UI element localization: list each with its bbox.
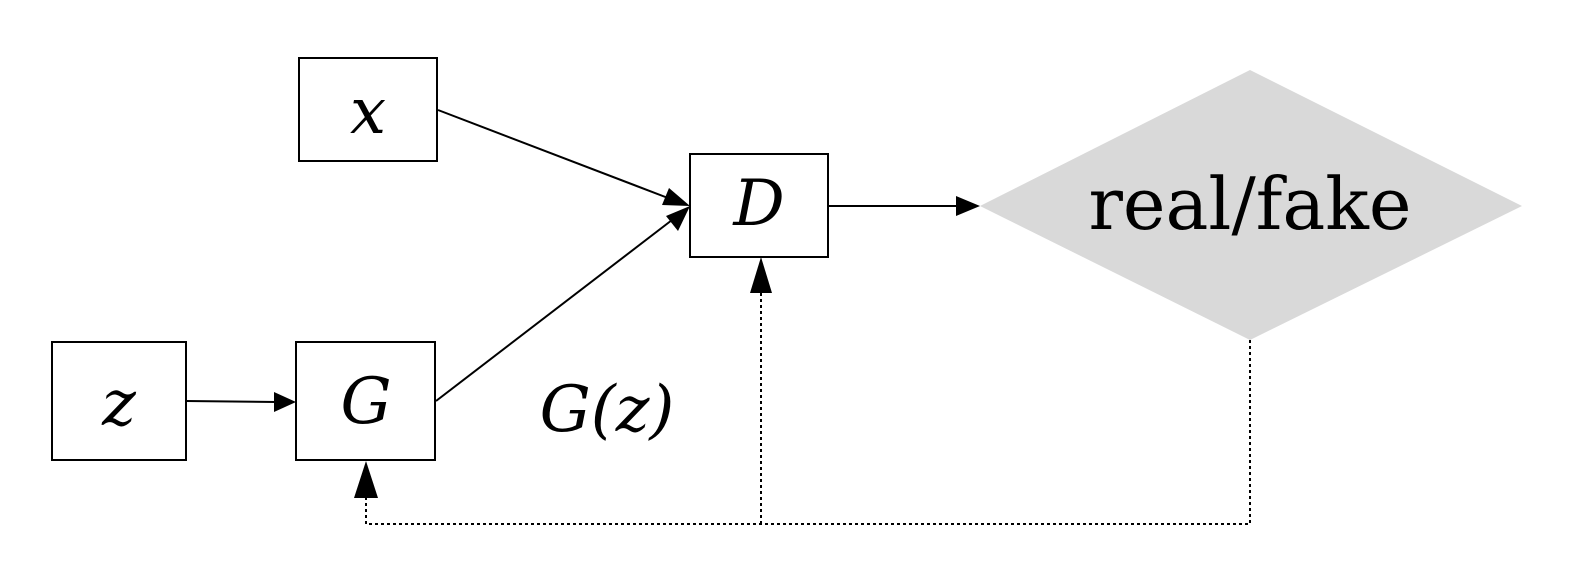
arrowhead-z-to-g [274,392,296,412]
edge-x-to-d [437,109,669,199]
node-x-label: x [350,75,386,149]
node-z-box [51,341,187,461]
arrowhead-g-to-d [666,206,690,231]
arrowhead-x-to-d [662,188,690,206]
edge-g-to-d [435,219,673,402]
arrowhead-feedback-g [354,461,378,498]
node-d-label: D [732,167,784,241]
output-diamond [980,70,1522,340]
edge-z-to-g [185,400,277,403]
edge-label-gz: G(z) [540,373,675,447]
node-x-box [298,57,438,162]
arrowhead-feedback-d [750,257,772,293]
output-label: real/fake [1088,162,1411,246]
node-d-box [689,153,829,258]
node-z-label: z [101,367,137,441]
node-g-label: G [340,365,391,439]
node-g-box [295,341,436,461]
feedback-output-to-g [365,340,1251,525]
arrowhead-d-to-output [956,196,980,216]
